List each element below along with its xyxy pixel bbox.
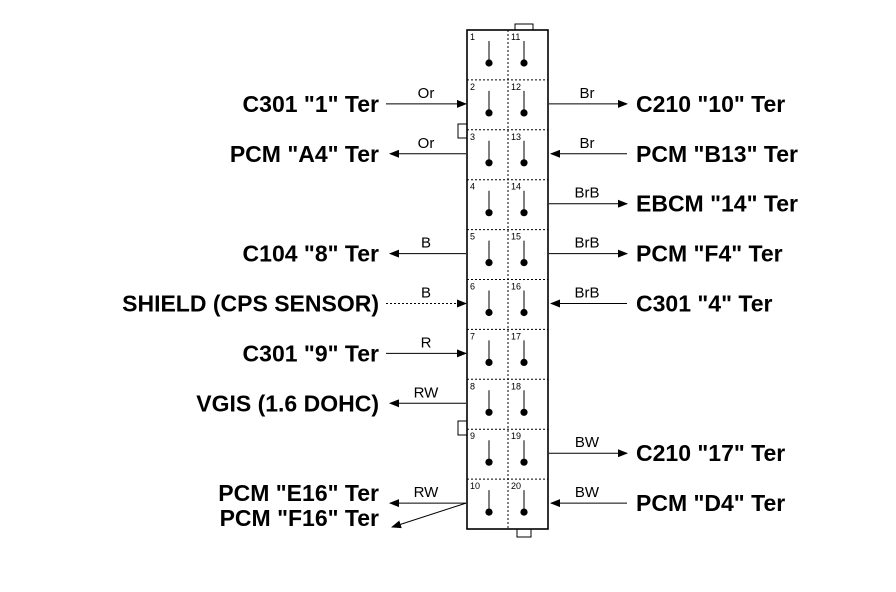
terminal-dot xyxy=(485,408,493,416)
terminal-dot xyxy=(520,59,528,67)
right-circuit: BrB PCM "F4" Ter xyxy=(549,235,783,267)
pin-number: 11 xyxy=(511,32,520,42)
terminal-dot xyxy=(485,358,493,366)
terminal-dot xyxy=(520,109,528,117)
pin-number: 8 xyxy=(470,381,475,391)
right-circuit: BrB EBCM "14" Ter xyxy=(549,185,798,217)
pin-number: 15 xyxy=(511,232,521,242)
pin-number: 13 xyxy=(511,132,521,142)
pin-number: 5 xyxy=(470,232,475,242)
wire-color-code: Or xyxy=(418,85,435,102)
terminal-dot xyxy=(520,209,528,217)
terminal-dot xyxy=(485,508,493,516)
connector-body xyxy=(457,23,549,538)
pin-number: 6 xyxy=(470,282,475,292)
wire-color-code: RW xyxy=(414,384,440,401)
circuit-destination-label: VGIS (1.6 DOHC) xyxy=(196,390,379,416)
left-circuit: RW VGIS (1.6 DOHC) xyxy=(196,384,466,416)
pin-number: 2 xyxy=(470,82,475,92)
terminal-dot xyxy=(485,209,493,217)
terminal-dot xyxy=(485,59,493,67)
terminal-dot xyxy=(520,508,528,516)
pin-number: 20 xyxy=(511,481,521,491)
circuit-destination-label: C210 "10" Ter xyxy=(636,91,785,117)
terminal-dot xyxy=(520,308,528,317)
terminal-dot xyxy=(485,259,493,267)
pin-number: 3 xyxy=(470,132,475,142)
wire-color-code: BW xyxy=(575,484,600,501)
right-circuit: BW C210 "17" Ter xyxy=(549,434,785,466)
circuit-destination-label: PCM "E16" Ter xyxy=(218,480,379,506)
pin-number: 16 xyxy=(511,282,521,292)
wire-color-code: BrB xyxy=(574,285,599,302)
terminal-dot xyxy=(485,458,493,466)
pin-number: 18 xyxy=(511,381,521,391)
wire-color-code: R xyxy=(421,334,432,351)
wire-color-code: BW xyxy=(575,434,600,451)
circuit-destination-label: C210 "17" Ter xyxy=(636,440,785,466)
right-circuit: Br PCM "B13" Ter xyxy=(550,135,798,167)
circuit-destination-label: SHIELD (CPS SENSOR) xyxy=(122,291,379,317)
wire-color-code: BrB xyxy=(574,185,599,202)
right-circuit: Br C210 "10" Ter xyxy=(549,85,785,117)
pin-number: 14 xyxy=(511,182,521,192)
pin-number: 9 xyxy=(470,431,475,441)
wire-arrow xyxy=(391,502,467,529)
wire-color-code: Br xyxy=(580,135,595,152)
circuit-destination-label: C104 "8" Ter xyxy=(243,241,379,267)
circuit-destination-label: PCM "F4" Ter xyxy=(636,241,783,267)
terminal-dot xyxy=(520,358,528,366)
left-circuit: Or PCM "A4" Ter xyxy=(230,135,466,167)
wire-color-code: B xyxy=(421,285,431,302)
pin-number: 7 xyxy=(470,331,475,341)
right-circuit: BW PCM "D4" Ter xyxy=(550,484,785,516)
pin-number: 12 xyxy=(511,82,521,92)
left-circuit: Or C301 "1" Ter xyxy=(243,85,467,117)
wire-color-code: RW xyxy=(414,484,440,501)
terminal-dot xyxy=(520,408,528,416)
left-circuit: B SHIELD (CPS SENSOR) xyxy=(122,285,467,317)
terminal-dot xyxy=(520,458,528,466)
circuit-destination-label: PCM "A4" Ter xyxy=(230,141,379,167)
pin-number: 17 xyxy=(511,331,521,341)
pin-number: 19 xyxy=(511,431,521,441)
wire-color-code: Or xyxy=(418,135,435,152)
circuit-destination-label: EBCM "14" Ter xyxy=(636,191,798,217)
pin-number: 10 xyxy=(470,481,480,491)
terminal-dot xyxy=(520,159,528,167)
circuit-destination-label: PCM "D4" Ter xyxy=(636,490,785,516)
pin-number: 4 xyxy=(470,182,475,192)
wire-color-code: Br xyxy=(580,85,595,102)
right-circuit: BrB C301 "4" Ter xyxy=(550,285,772,317)
circuit-destination-label: PCM "B13" Ter xyxy=(636,141,798,167)
terminal-dot xyxy=(485,308,493,317)
left-circuit: R C301 "9" Ter xyxy=(243,334,467,366)
wire-color-code: BrB xyxy=(574,235,599,252)
left-circuit: B C104 "8" Ter xyxy=(243,235,466,267)
terminal-dot xyxy=(520,259,528,267)
circuit-destination-label: C301 "4" Ter xyxy=(636,291,772,317)
terminal-dot xyxy=(485,109,493,117)
terminal-dot xyxy=(485,159,493,167)
circuit-destination-label: C301 "9" Ter xyxy=(243,340,379,366)
circuit-destination-label: C301 "1" Ter xyxy=(243,91,379,117)
circuit-destination-label: PCM "F16" Ter xyxy=(220,505,379,531)
pin-number: 1 xyxy=(470,32,475,42)
wire-color-code: B xyxy=(421,235,431,252)
